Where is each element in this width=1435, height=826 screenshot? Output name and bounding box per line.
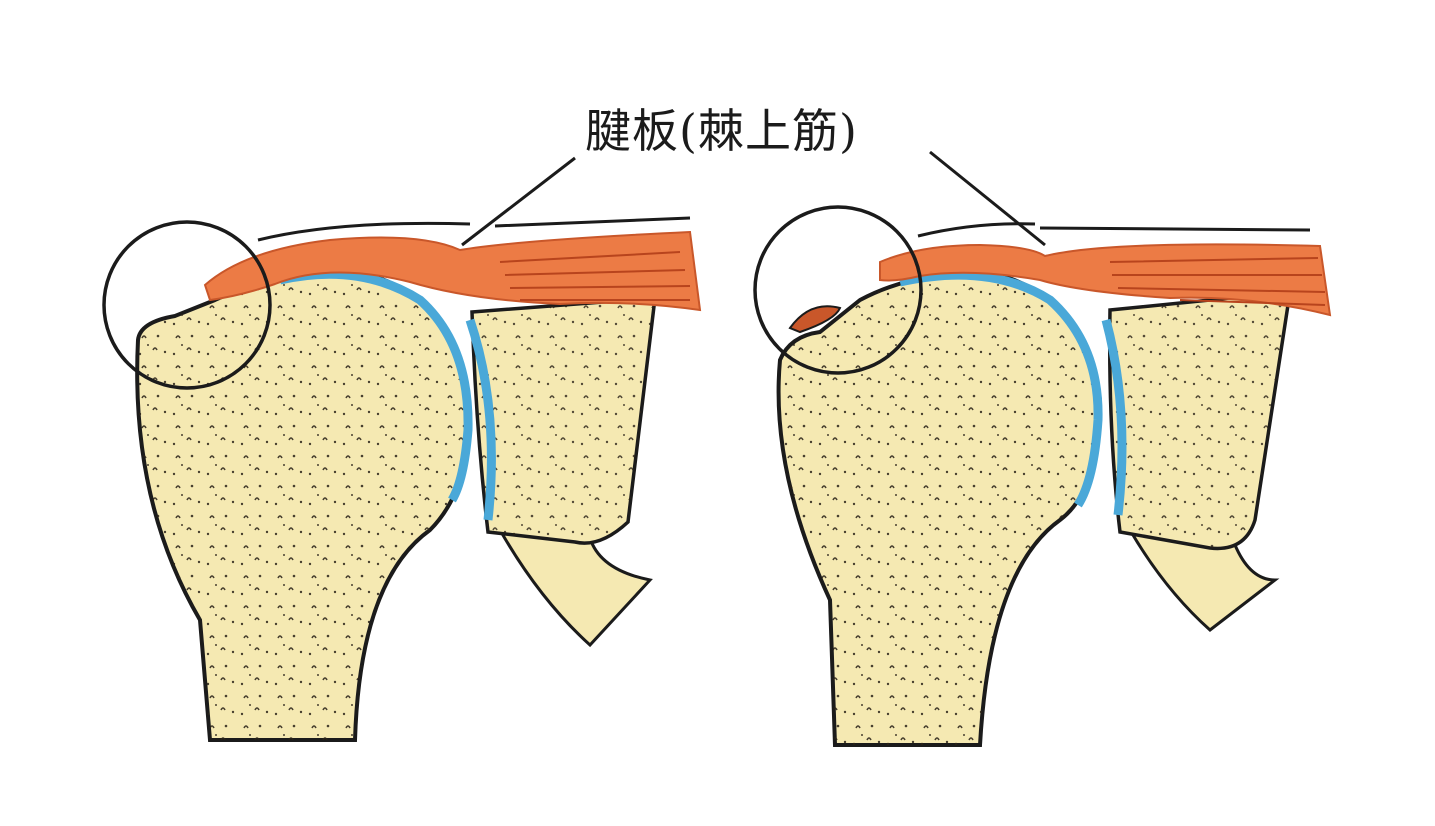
leader-line-left	[461, 156, 576, 247]
right-shoulder	[753, 205, 1332, 747]
right-scapula-neck	[1127, 528, 1280, 632]
left-scapula-neck	[497, 528, 653, 648]
left-humeral-cartilage	[279, 269, 473, 503]
left-supraspinatus-tendon	[203, 230, 702, 312]
left-shoulder	[102, 216, 702, 742]
left-glenoid-cartilage	[465, 318, 496, 521]
right-supraspinatus-tendon	[879, 243, 1332, 317]
right-torn-fragment	[788, 305, 842, 334]
right-humeral-cartilage	[899, 270, 1103, 508]
leader-line-right	[929, 150, 1046, 247]
rotator-cuff-label: 腱板(棘上筋)	[585, 104, 858, 158]
left-highlight-circle	[102, 220, 272, 390]
right-highlight-circle	[753, 205, 923, 375]
right-glenoid-cartilage	[1101, 318, 1127, 516]
